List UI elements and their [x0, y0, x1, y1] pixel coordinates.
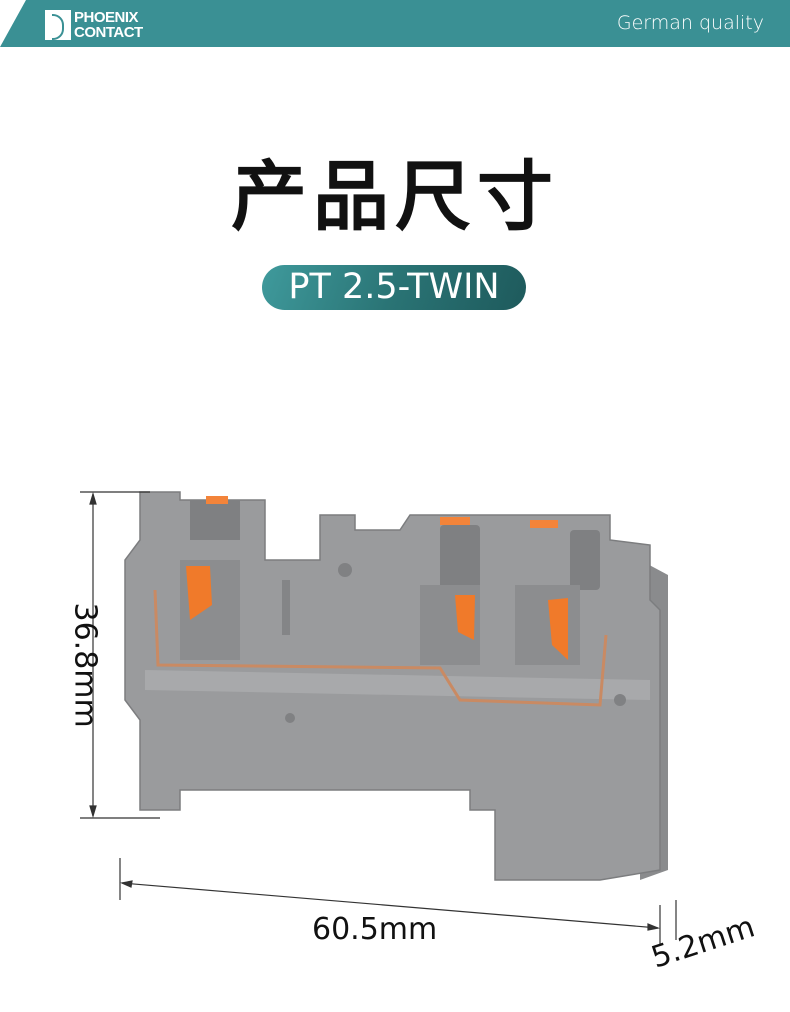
length-dimension-label: 60.5mm — [312, 912, 438, 947]
lever-3 — [548, 598, 568, 660]
lever-2 — [455, 595, 475, 640]
logo-mark-icon — [45, 10, 71, 40]
model-badge: PT 2.5-TWIN — [262, 265, 526, 310]
tagline: German quality — [616, 12, 764, 34]
terminal-block-image — [124, 491, 668, 881]
logo-text: PHOENIX CONTACT — [74, 9, 143, 41]
page-title: 产品尺寸 — [231, 152, 559, 241]
brand-logo: PHOENIX CONTACT — [45, 9, 152, 41]
header-notch — [0, 0, 26, 47]
header-bar: PHOENIX CONTACT German quality — [0, 0, 790, 47]
height-dimension-label: 36.8mm — [67, 602, 103, 728]
lever-1 — [186, 566, 212, 620]
dimension-lines — [80, 491, 677, 945]
